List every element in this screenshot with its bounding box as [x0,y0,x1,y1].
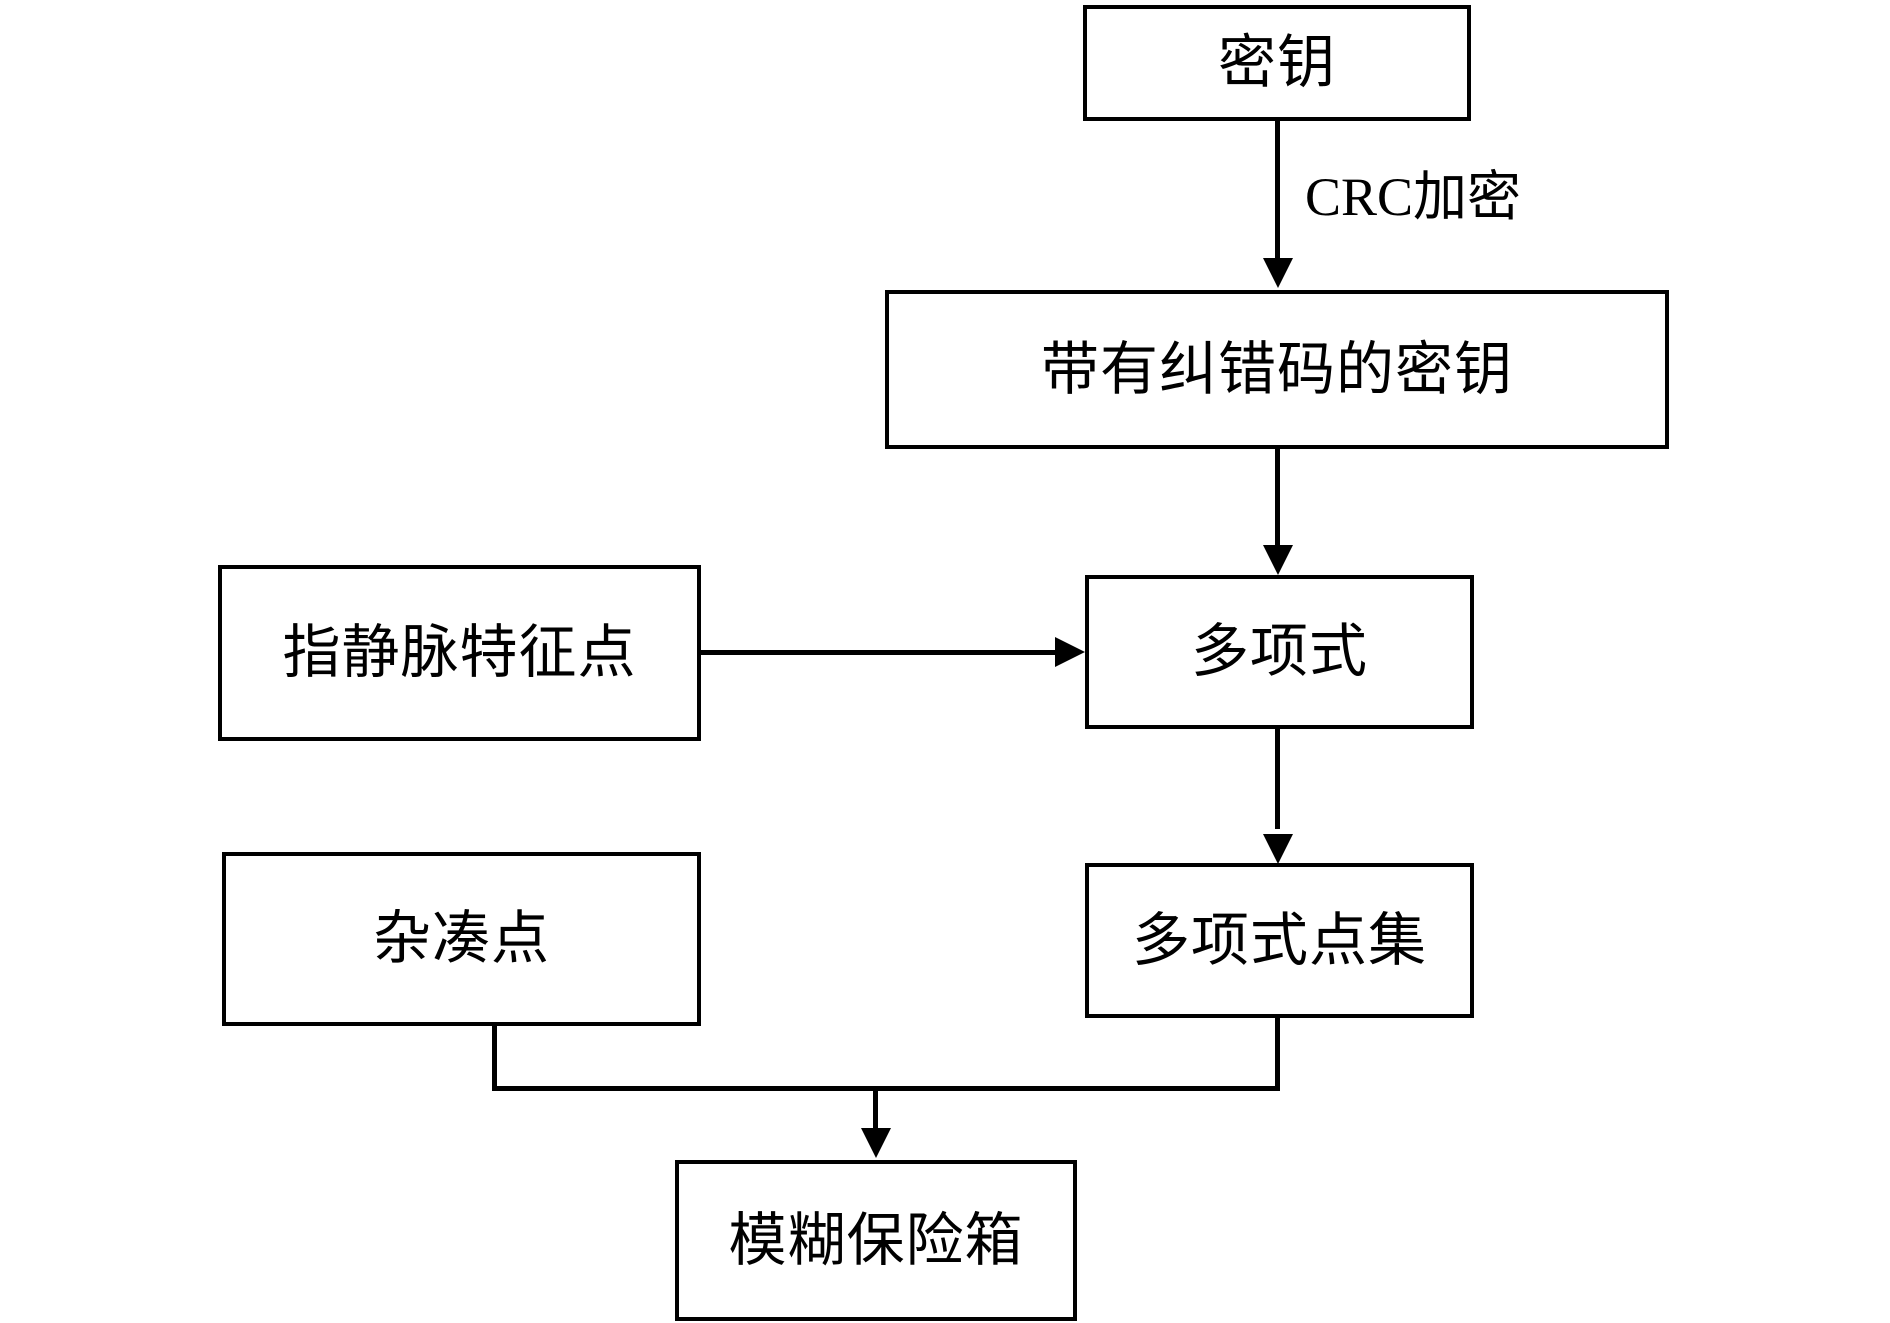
edge-hash-to-merge-line [492,1026,497,1090]
node-polynomial[interactable]: 多项式 [1085,575,1474,729]
node-ecc-key[interactable]: 带有纠错码的密钥 [885,290,1669,449]
node-key[interactable]: 密钥 [1083,5,1471,121]
node-ecc-key-label: 带有纠错码的密钥 [1040,336,1513,402]
edge-ecc-key-to-poly-line [1275,449,1280,549]
edge-key-to-ecc-key-arrowhead [1263,258,1293,288]
edge-merge-to-vault-line [873,1086,878,1138]
node-finger-vein-feature-points[interactable]: 指静脉特征点 [218,565,701,741]
node-polynomial-point-set[interactable]: 多项式点集 [1085,863,1474,1018]
node-fuzzy-vault[interactable]: 模糊保险箱 [675,1160,1077,1321]
node-poly-label: 多项式 [1190,619,1368,685]
edge-feature-to-poly-arrowhead [1055,637,1085,667]
node-key-label: 密钥 [1217,30,1336,96]
edge-polyset-to-merge-line [1275,1018,1280,1090]
edge-label-crc: CRC加密 [1305,167,1522,227]
node-hash-points[interactable]: 杂凑点 [222,852,701,1026]
edge-poly-to-polyset-arrowhead [1263,834,1293,864]
edge-poly-to-polyset-line [1275,729,1280,829]
node-hash-label: 杂凑点 [372,906,550,972]
edge-ecc-key-to-poly-arrowhead [1263,545,1293,575]
edge-feature-to-poly-line [701,650,1059,655]
node-polyset-label: 多项式点集 [1131,907,1427,973]
node-vault-label: 模糊保险箱 [728,1207,1024,1273]
edge-merge-to-vault-arrowhead [861,1128,891,1158]
node-feature-label: 指静脉特征点 [282,620,637,686]
edge-merge-bus [492,1086,1280,1091]
edge-key-to-ecc-key-line [1275,121,1280,261]
